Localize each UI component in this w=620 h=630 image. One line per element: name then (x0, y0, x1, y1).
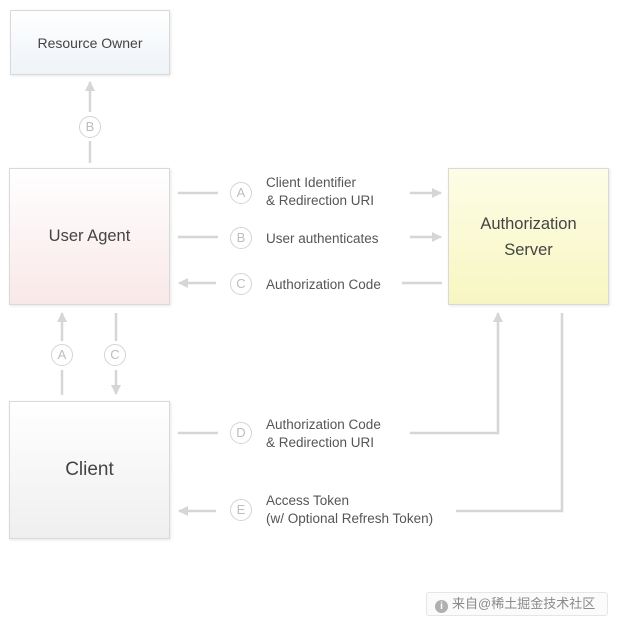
step-badge-d: D (230, 422, 252, 444)
client-box: Client (9, 401, 170, 539)
user-agent-box: User Agent (9, 168, 170, 305)
flow-e-label: Access Token (w/ Optional Refresh Token) (266, 492, 433, 528)
flow-e-label-line1: Access Token (266, 493, 350, 508)
step-badge-ua-to-owner: B (79, 116, 101, 138)
user-agent-label: User Agent (48, 227, 131, 245)
step-badge-c: C (230, 273, 252, 295)
flow-b-label: User authenticates (266, 230, 379, 248)
resource-owner-box: Resource Owner (10, 10, 170, 75)
info-icon: i (435, 600, 448, 613)
flow-c-label-line1: Authorization Code (266, 277, 381, 292)
flow-d-label-line1: Authorization Code (266, 417, 381, 432)
flow-a-label-line2: & Redirection URI (266, 193, 375, 208)
flow-d-label-line2: & Redirection URI (266, 435, 375, 450)
step-badge-client-to-ua: A (51, 344, 73, 366)
authorization-server-box: Authorization Server (448, 168, 609, 305)
client-label: Client (65, 459, 114, 480)
flow-b-label-line1: User authenticates (266, 231, 379, 246)
step-badge-b: B (230, 227, 252, 249)
step-badge-e: E (230, 499, 252, 521)
step-badge-ua-to-client: C (104, 344, 126, 366)
authorization-server-label-line1: Authorization (480, 214, 577, 233)
flow-c-label: Authorization Code (266, 276, 381, 294)
flow-d-label: Authorization Code & Redirection URI (266, 416, 381, 452)
watermark-text: 来自@稀土掘金技术社区 (452, 596, 596, 611)
flow-a-label: Client Identifier & Redirection URI (266, 174, 374, 210)
flow-d-right (410, 312, 503, 435)
resource-owner-label: Resource Owner (37, 34, 143, 51)
step-badge-a: A (230, 182, 252, 204)
flow-e-right (456, 313, 564, 513)
flow-e-label-line2: (w/ Optional Refresh Token) (266, 511, 434, 526)
authorization-server-label-line2: Server (504, 240, 553, 259)
watermark: i 来自@稀土掘金技术社区 (426, 592, 608, 616)
flow-a-label-line1: Client Identifier (266, 175, 357, 190)
